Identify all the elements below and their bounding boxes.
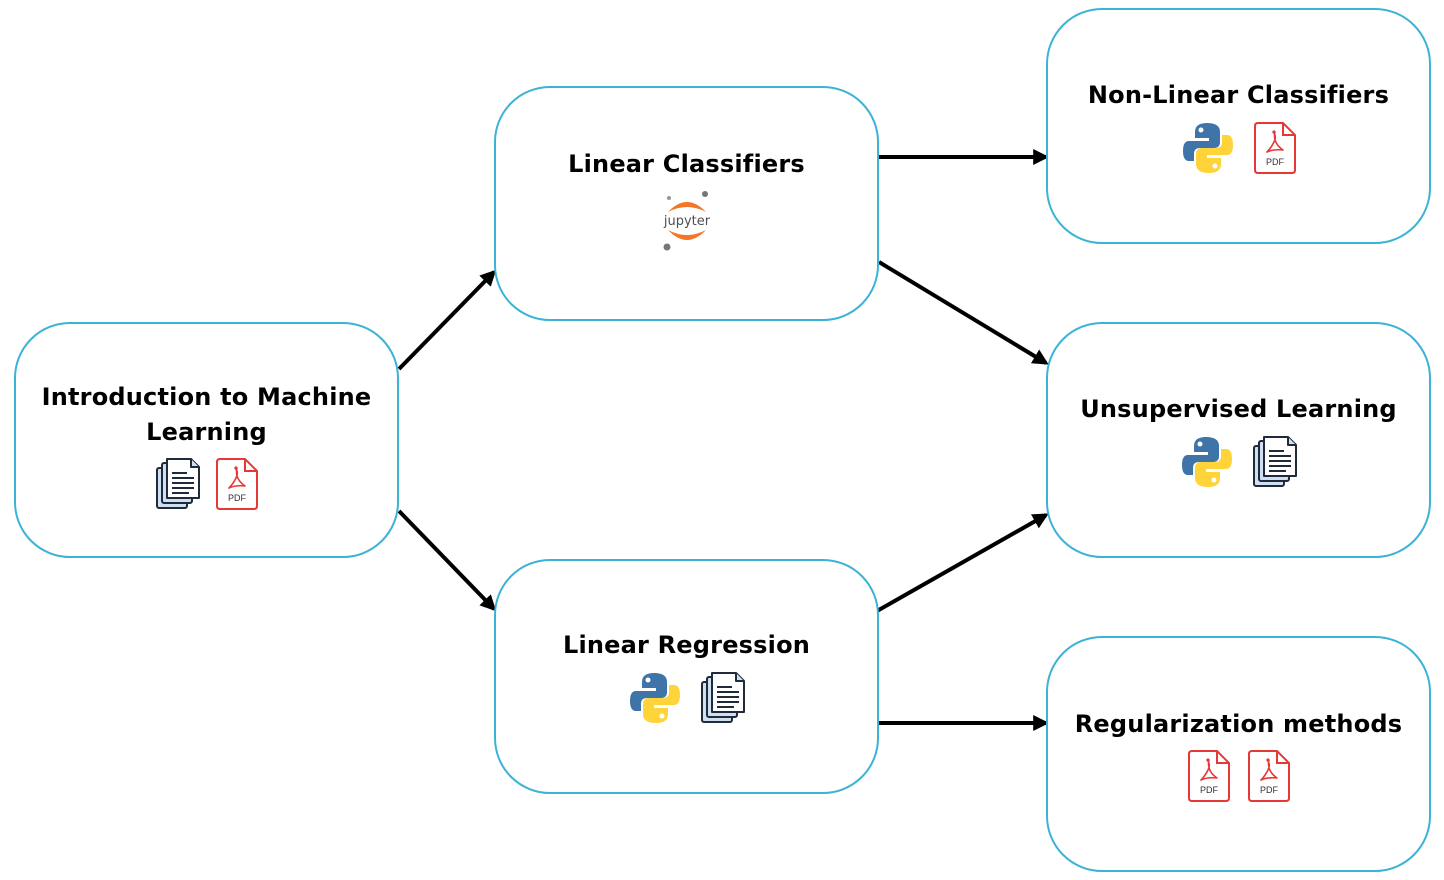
node-unsupervised-learning[interactable]: Unsupervised Learning (1046, 322, 1431, 558)
node-intro-ml[interactable]: Introduction to Machine Learning PDF (14, 322, 399, 558)
documents-icon[interactable] (155, 458, 201, 510)
documents-icon[interactable] (700, 672, 746, 724)
node-title: Introduction to Machine Learning (41, 383, 372, 446)
pdf-icon[interactable]: PDF (215, 458, 259, 510)
node-title: Linear Classifiers (568, 150, 805, 178)
arrow-intro-to-linear-regression (397, 509, 497, 612)
node-icons (1180, 435, 1298, 489)
node-icons: PDF (155, 458, 259, 510)
python-icon[interactable] (1180, 435, 1234, 489)
arrow-linear-regression-to-unsupervised (876, 513, 1049, 613)
node-icons: PDF PDF (1187, 749, 1291, 802)
node-title: Linear Regression (562, 631, 811, 659)
jupyter-icon[interactable]: jupyter (657, 190, 717, 252)
pdf-label: PDF (1266, 157, 1285, 167)
pdf-icon[interactable]: PDF (1187, 749, 1231, 802)
node-title: Unsupervised Learning (1080, 394, 1397, 423)
node-linear-regression[interactable]: Linear Regression (494, 559, 879, 794)
node-icons (628, 671, 746, 725)
node-icons: jupyter (657, 190, 717, 252)
documents-icon[interactable] (1252, 435, 1298, 488)
node-linear-classifiers[interactable]: Linear Classifiers jupyter (494, 86, 879, 321)
node-title: Non-Linear Classifiers (1087, 80, 1390, 109)
python-icon[interactable] (1181, 121, 1235, 175)
arrow-intro-to-linear-classifiers (397, 269, 497, 371)
node-regularization-methods[interactable]: Regularization methods PDF PDF (1046, 636, 1431, 872)
pdf-label: PDF (228, 493, 247, 503)
node-icons: PDF (1181, 121, 1297, 175)
pdf-label: PDF (1200, 785, 1219, 795)
pdf-label: PDF (1260, 785, 1279, 795)
node-title: Regularization methods (1074, 709, 1403, 738)
jupyter-label: jupyter (662, 214, 710, 229)
pdf-icon[interactable]: PDF (1253, 121, 1297, 174)
node-nonlinear-classifiers[interactable]: Non-Linear Classifiers PDF (1046, 8, 1431, 244)
arrow-linear-classifiers-to-unsupervised (877, 260, 1049, 365)
python-icon[interactable] (628, 671, 682, 725)
pdf-icon[interactable]: PDF (1247, 749, 1291, 802)
